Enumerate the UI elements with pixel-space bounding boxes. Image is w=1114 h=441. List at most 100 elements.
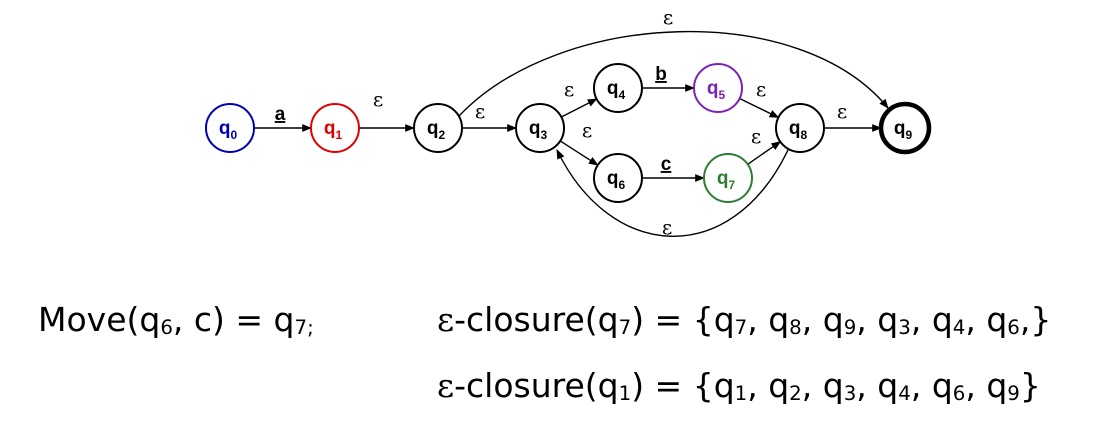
- set-separator: ,: [856, 366, 878, 405]
- set-separator: ,: [965, 300, 987, 339]
- state-circle: [205, 103, 255, 153]
- set-separator: ,: [856, 300, 878, 339]
- set-separator: ,: [965, 366, 987, 405]
- state-q8: q8: [775, 103, 825, 153]
- move-result-sub: 7: [294, 315, 308, 339]
- transition-label-q5-q8: ε: [756, 77, 766, 101]
- move-state-sub: 6: [160, 315, 173, 339]
- set-separator: ,}: [1019, 300, 1052, 339]
- state-circle: [515, 103, 565, 153]
- state-circle: [703, 153, 753, 203]
- set-separator: ,: [747, 366, 769, 405]
- closure-prefix: -closure(q: [454, 366, 619, 405]
- state-label: q6: [607, 168, 626, 192]
- closure-set-items: q1, q2, q3, q4, q6, q9}: [714, 366, 1041, 405]
- set-item-sub: 7: [734, 315, 748, 339]
- transition-label-q3-q6: ε: [582, 118, 592, 142]
- set-separator: ,: [747, 300, 769, 339]
- state-label: q7: [717, 168, 736, 192]
- set-separator: ,: [801, 300, 823, 339]
- state-q0: q0: [205, 103, 255, 153]
- transition-label-q2-q3: ε: [475, 99, 485, 123]
- state-label: q9: [894, 118, 913, 142]
- transition-label-q4-q5: b: [655, 64, 667, 85]
- transition-q3-q6: [559, 140, 599, 166]
- set-separator: ,: [910, 300, 932, 339]
- set-separator: ,: [910, 366, 932, 405]
- closure-prefix: -closure(q: [454, 300, 619, 339]
- move-prefix: Move(q: [38, 300, 161, 339]
- state-q7: q7: [703, 153, 753, 203]
- set-item-sub: 3: [898, 315, 911, 339]
- move-formula: Move(q6, c) = q7;: [38, 300, 314, 339]
- transition-label-q8-q3: ε: [662, 215, 672, 239]
- set-item-q9: q: [986, 366, 1008, 405]
- state-circle: [593, 63, 643, 113]
- transition-label-q8-q9: ε: [837, 99, 847, 123]
- epsilon-closure-q7-formula: ε-closure(q7) = {q7, q8, q9, q3, q4, q6,…: [437, 300, 1051, 339]
- state-circle: [413, 103, 463, 153]
- closure-open: ) = {: [631, 300, 714, 339]
- state-q1: q1: [310, 103, 360, 153]
- state-circle: [878, 101, 932, 155]
- set-item-q7: q: [713, 300, 735, 339]
- closure-set-items: q7, q8, q9, q3, q4, q6,}: [714, 300, 1052, 339]
- state-q5: q5: [693, 63, 743, 113]
- set-item-q6: q: [986, 300, 1008, 339]
- set-item-sub: 9: [843, 315, 857, 339]
- state-label: q4: [607, 78, 626, 102]
- state-label: q5: [707, 78, 726, 102]
- state-circle: [693, 63, 743, 113]
- set-item-sub: 6: [1007, 315, 1020, 339]
- set-item-sub: 4: [898, 381, 911, 405]
- epsilon-symbol: ε: [437, 300, 455, 339]
- set-item-q3: q: [822, 366, 844, 405]
- transition-q8-q3: [556, 149, 789, 237]
- epsilon-symbol: ε: [437, 366, 455, 405]
- set-item-sub: 9: [1007, 381, 1020, 405]
- closure-arg-sub: 7: [618, 315, 632, 339]
- set-item-sub: 4: [952, 315, 966, 339]
- state-q9: q9: [878, 101, 932, 155]
- set-item-sub: 1: [734, 381, 748, 405]
- transition-label-q0-q1: a: [275, 104, 286, 125]
- state-q6: q6: [593, 153, 643, 203]
- move-mid: , c) = q: [172, 300, 295, 339]
- transition-q5-q8: [739, 97, 780, 119]
- state-circle: [775, 103, 825, 153]
- state-label: q2: [427, 118, 446, 142]
- set-item-sub: 3: [843, 381, 857, 405]
- state-q3: q3: [515, 103, 565, 153]
- transition-label-q1-q2: ε: [373, 87, 383, 111]
- set-item-q6: q: [931, 366, 953, 405]
- transition-q2-q9: [458, 30, 889, 117]
- set-separator: ,: [801, 366, 823, 405]
- set-item-sub: 8: [789, 315, 802, 339]
- set-item-q1: q: [713, 366, 735, 405]
- transition-label-q2-q9: ε: [663, 5, 673, 29]
- move-suffix: ;: [307, 315, 314, 339]
- set-item-q2: q: [768, 366, 790, 405]
- epsilon-closure-q1-formula: ε-closure(q1) = {q1, q2, q3, q4, q6, q9}: [437, 366, 1041, 405]
- closure-arg-sub: 1: [618, 381, 632, 405]
- transition-q3-q4: [561, 98, 598, 118]
- state-label: q1: [324, 118, 343, 142]
- transition-label-q6-q7: c: [661, 154, 672, 175]
- state-label: q8: [789, 118, 808, 142]
- state-circle: [593, 153, 643, 203]
- transition-q7-q8: [747, 141, 782, 165]
- set-item-q8: q: [768, 300, 790, 339]
- set-item-q3: q: [877, 300, 899, 339]
- set-separator: }: [1019, 366, 1041, 405]
- set-item-q4: q: [931, 300, 953, 339]
- set-item-sub: 2: [789, 381, 802, 405]
- set-item-q9: q: [822, 300, 844, 339]
- set-item-q4: q: [877, 366, 899, 405]
- state-circle: [310, 103, 360, 153]
- transition-label-q3-q4: ε: [564, 77, 574, 101]
- transition-label-q7-q8: ε: [751, 124, 761, 148]
- state-label: q3: [529, 118, 548, 142]
- closure-open: ) = {: [631, 366, 714, 405]
- state-label: q0: [219, 118, 238, 142]
